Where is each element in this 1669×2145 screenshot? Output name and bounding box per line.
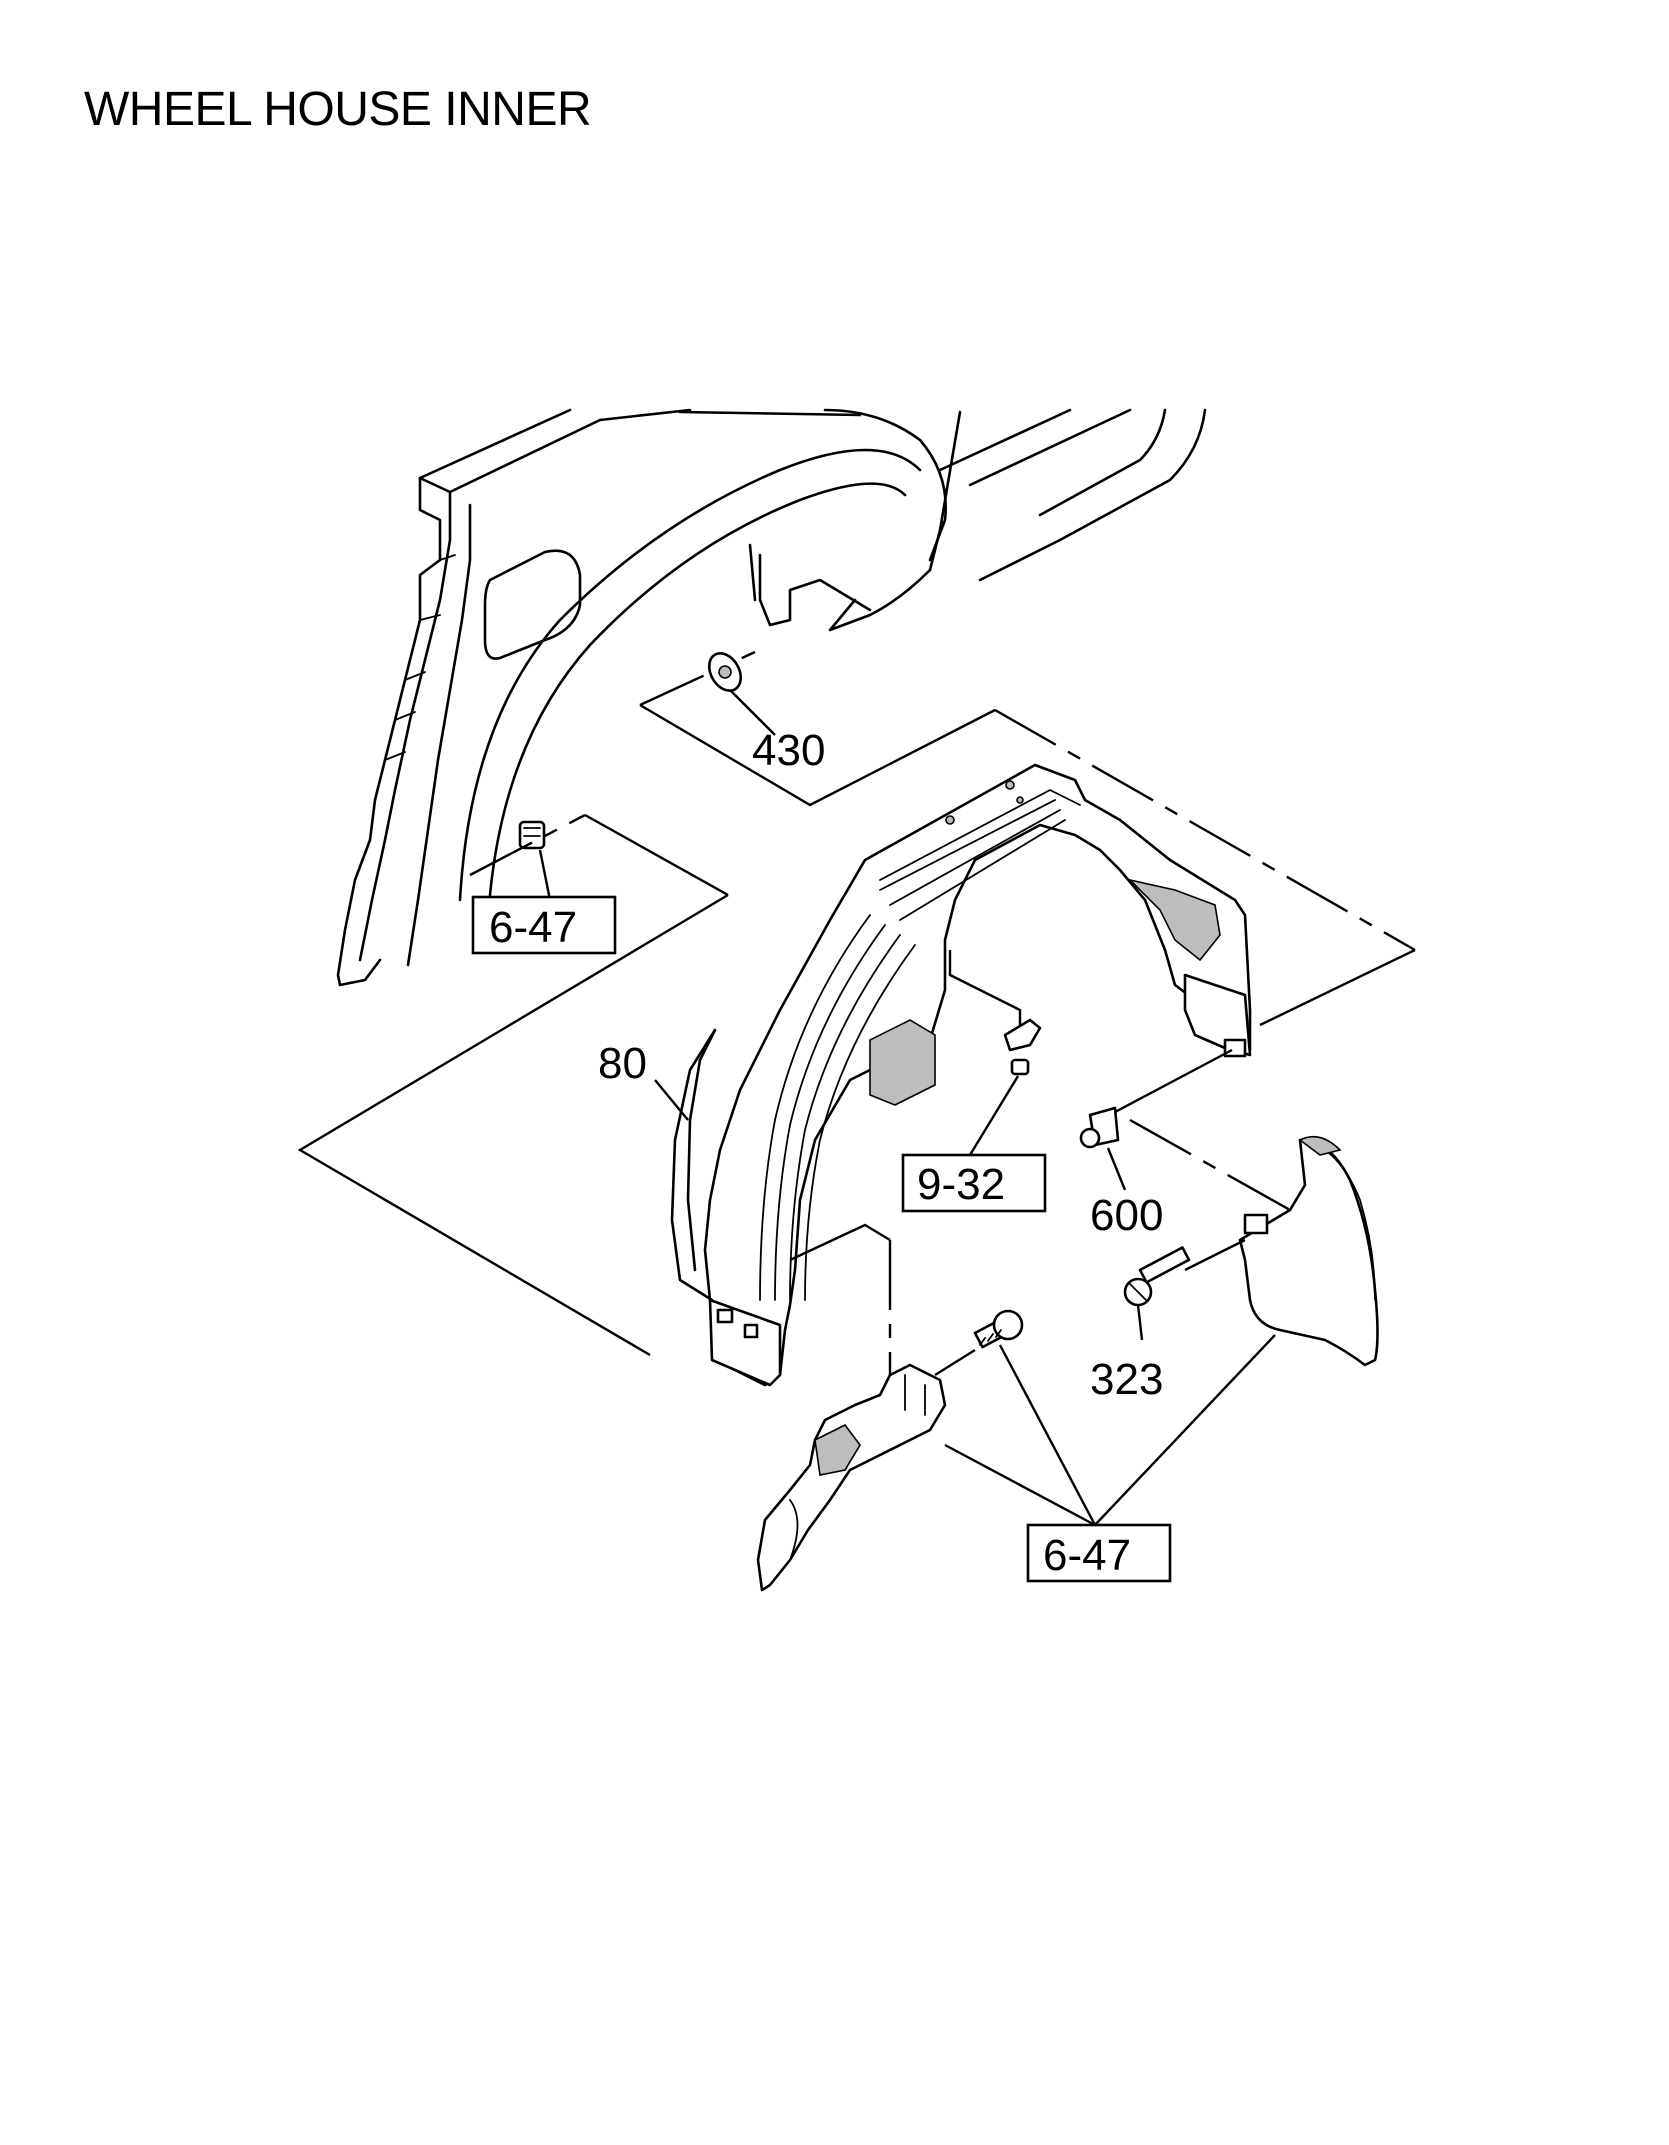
callout-ref-6-47-upper: 6-47 xyxy=(489,903,577,952)
callout-600: 600 xyxy=(1090,1191,1163,1240)
dashed-assembly-line xyxy=(1184,1238,1246,1272)
wheel-house-liner-drawing xyxy=(670,763,1252,1387)
bolt-icon xyxy=(973,1309,1024,1349)
dashed-assembly-line xyxy=(1259,948,1416,1027)
dashed-assembly-line xyxy=(948,950,1022,1040)
dashed-assembly-line xyxy=(639,703,996,807)
dashed-assembly-line xyxy=(789,1223,891,1262)
ref-box-6-47-lower xyxy=(1026,1523,1172,1583)
dashed-assembly-line xyxy=(639,650,756,707)
dashed-assembly-line xyxy=(934,1348,976,1377)
leader-line-6-47-lower xyxy=(944,1443,1096,1527)
bolt-icon xyxy=(1123,1246,1191,1307)
clip-fastener-icon xyxy=(1079,1106,1120,1149)
clip-fastener-icon xyxy=(1003,1018,1042,1076)
leader-line-9-32 xyxy=(968,1075,1020,1156)
leader-line-323 xyxy=(1136,1304,1144,1341)
callout-80: 80 xyxy=(598,1039,647,1088)
dashed-assembly-line xyxy=(1099,1048,1233,1122)
clip-fastener-icon xyxy=(707,652,743,692)
callout-ref-9-32: 9-32 xyxy=(917,1160,1005,1209)
callout-430: 430 xyxy=(752,726,825,775)
leader-line-6-47-upper xyxy=(538,849,552,901)
dashed-assembly-line xyxy=(584,813,729,897)
ref-box-6-47-upper xyxy=(471,895,617,955)
callout-ref-6-47-lower: 6-47 xyxy=(1043,1531,1131,1580)
ref-box-9-32 xyxy=(901,1153,1047,1213)
callout-323: 323 xyxy=(1090,1355,1163,1404)
dashed-assembly-line xyxy=(994,708,1416,952)
clip-fastener-icon xyxy=(518,820,546,850)
page-title: WHEEL HOUSE INNER xyxy=(84,83,592,136)
splash-guard-drawing xyxy=(756,1363,947,1592)
dashed-assembly-line xyxy=(1129,1118,1293,1242)
leader-line-430 xyxy=(729,689,776,736)
dashed-assembly-line xyxy=(469,813,586,877)
leader-line-600 xyxy=(1106,1147,1127,1191)
dashed-assembly-line xyxy=(297,893,729,1357)
body-panel-drawing xyxy=(336,408,1207,987)
leader-line-6-47-lower xyxy=(998,1344,1097,1526)
mud-flap-drawing xyxy=(1238,1135,1379,1367)
leader-line-80 xyxy=(654,1079,689,1121)
leader-line-6-47-lower xyxy=(1094,1334,1276,1526)
